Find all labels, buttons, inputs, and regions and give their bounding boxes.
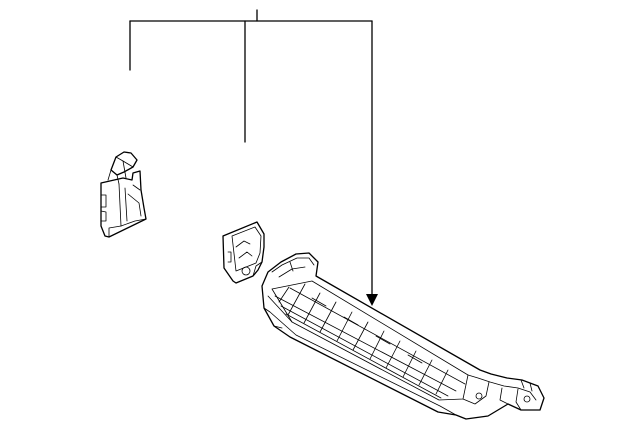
- leader-arrowhead: [366, 294, 378, 306]
- bumper-absorber: [261, 252, 545, 420]
- mount-bolt-hole-1: [475, 392, 483, 400]
- right-bracket: [222, 221, 265, 284]
- callout-leaders: [129, 9, 378, 306]
- left-bracket: [100, 151, 147, 238]
- mount-bolt-hole-2: [523, 395, 531, 403]
- bracket-bolt-hole: [241, 266, 251, 276]
